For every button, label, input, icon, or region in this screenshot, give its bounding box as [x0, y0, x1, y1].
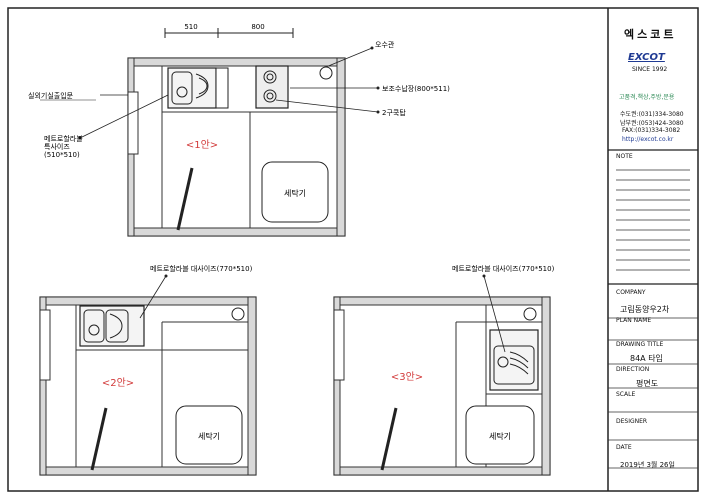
label-door: 실외기실출입문 — [28, 91, 74, 100]
label-sink-dims: (510*510) — [44, 151, 80, 159]
drain-pipe — [319, 66, 333, 80]
label-sink-large: 메트로할라블 대사이즈(770*510) — [150, 264, 253, 273]
plan-2: 세탁기 <2안> 메트로할라블 대사이즈(770*510) — [39, 264, 257, 476]
drain-pipe — [231, 307, 245, 321]
sink-770 — [489, 329, 539, 391]
brand-logo: EXCOT — [628, 52, 665, 63]
company-value: 고림동양우2차 — [620, 305, 670, 314]
plan-3: 세탁기 <3안> 메트로할라블 대사이즈(770*510) — [333, 264, 555, 476]
sink-770 — [79, 305, 145, 347]
date-label: DATE — [616, 444, 632, 451]
drain-pipe — [523, 307, 537, 321]
brand-korean: 엑스코트 — [624, 28, 677, 41]
washer-label: 세탁기 — [489, 431, 511, 441]
label-storage: 보조수납장(800*511) — [382, 84, 450, 93]
label-cooktop: 2구쿡탑 — [382, 109, 406, 117]
door-leaf — [176, 167, 194, 231]
drawing-title-label: DRAWING TITLE — [616, 341, 664, 348]
plan-1: 510 800 세탁기 <1안> — [28, 23, 450, 237]
website-link[interactable]: http://excot.co.kr — [622, 136, 674, 143]
slogan: 고품격,책상,주방,문용 — [619, 94, 675, 101]
outdoor-unit-door — [127, 91, 139, 155]
direction-label: DIRECTION — [616, 366, 650, 373]
phone-capital: 수도권:(031)334-3080 — [620, 111, 684, 118]
washer-label: 세탁기 — [198, 431, 220, 441]
note-label: NOTE — [616, 153, 633, 160]
date-value: 2019년 3월 26일 — [620, 461, 675, 469]
plan-name-label: PLAN NAME — [616, 317, 652, 324]
plan-1-title: <1안> — [186, 139, 218, 151]
company-label: COMPANY — [616, 289, 646, 296]
label-drain: 오수관 — [375, 40, 395, 49]
washer-1 — [261, 161, 329, 223]
direction-value: 평면도 — [636, 379, 659, 388]
titleblock: 엑스코트 EXCOT SINCE 1992 고품격,책상,주방,문용 수도권:(… — [610, 8, 698, 491]
washer-3 — [465, 405, 535, 465]
dimension-800: 800 — [251, 23, 264, 31]
label-sink-size: 특사이즈 — [44, 142, 70, 151]
phone-south: 남부권:(053)424-3080 — [620, 120, 684, 127]
sheet-border — [7, 7, 699, 492]
door-leaf — [90, 407, 108, 471]
plan-3-title: <3안> — [391, 371, 423, 383]
scale-label: SCALE — [616, 391, 636, 398]
washer-label: 세탁기 — [284, 188, 306, 198]
fax: FAX:(031)334-3082 — [622, 127, 681, 134]
label-sink: 메트로할라블 — [44, 134, 83, 143]
door-leaf — [380, 407, 398, 471]
washer-2 — [175, 405, 243, 465]
plan-2-title: <2안> — [102, 377, 134, 389]
designer-label: DESIGNER — [616, 418, 648, 425]
dimension-510: 510 — [184, 23, 197, 31]
drawing-title-value: 84A 타입 — [630, 354, 663, 363]
since-text: SINCE 1992 — [632, 66, 668, 73]
titleblock-grid — [608, 149, 698, 469]
label-sink-large: 메트로할라블 대사이즈(770*510) — [452, 264, 555, 273]
